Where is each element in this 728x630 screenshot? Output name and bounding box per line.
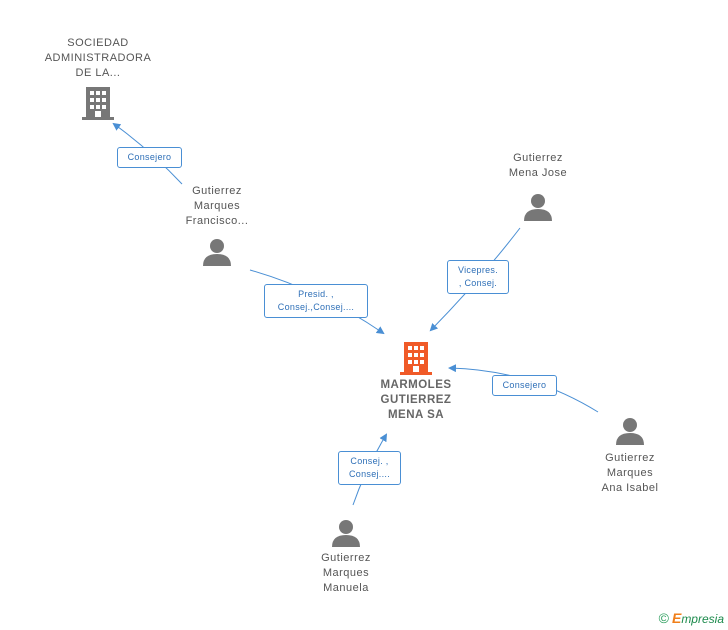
building-icon bbox=[400, 342, 432, 375]
person-icon bbox=[616, 418, 644, 445]
node-gutierrez-mena-jose[interactable]: Gutierrez Mena Jose bbox=[488, 151, 588, 222]
person-icon bbox=[332, 520, 360, 547]
node-sociedad-administradora[interactable]: SOCIEDAD ADMINISTRADORA DE LA... bbox=[43, 36, 153, 121]
node-label: MARMOLES GUTIERREZ MENA SA bbox=[380, 379, 452, 421]
edge-label-presid-consej[interactable]: Presid. , Consej.,Consej.... bbox=[264, 284, 368, 318]
empresia-logo: Empresia bbox=[671, 610, 724, 626]
node-marmoles-gutierrez-mena[interactable]: MARMOLES GUTIERREZ MENA SA bbox=[360, 340, 472, 423]
copyright-icon: © bbox=[658, 610, 669, 626]
edge-label-consejero-ana[interactable]: Consejero bbox=[492, 375, 557, 396]
node-gutierrez-marques-manuela[interactable]: Gutierrez Marques Manuela bbox=[294, 518, 398, 596]
node-label: SOCIEDAD ADMINISTRADORA DE LA... bbox=[44, 37, 152, 79]
person-icon bbox=[203, 239, 231, 266]
node-label: Gutierrez Mena Jose bbox=[508, 152, 568, 179]
edge-label-vicepres-consej[interactable]: Vicepres. , Consej. bbox=[447, 260, 509, 294]
node-label: Gutierrez Marques Ana Isabel bbox=[601, 452, 659, 494]
node-gutierrez-marques-ana-isabel[interactable]: Gutierrez Marques Ana Isabel bbox=[578, 416, 682, 496]
empresia-watermark: ©Empresia bbox=[659, 610, 724, 626]
node-label: Gutierrez Marques Manuela bbox=[321, 552, 371, 594]
building-icon bbox=[82, 87, 114, 120]
person-icon bbox=[524, 194, 552, 221]
node-label: Gutierrez Marques Francisco... bbox=[185, 185, 249, 227]
edge-label-consej-manuela[interactable]: Consej. , Consej.... bbox=[338, 451, 401, 485]
node-gutierrez-marques-francisco[interactable]: Gutierrez Marques Francisco... bbox=[165, 184, 269, 267]
edge-label-consejero-sociedad[interactable]: Consejero bbox=[117, 147, 182, 168]
